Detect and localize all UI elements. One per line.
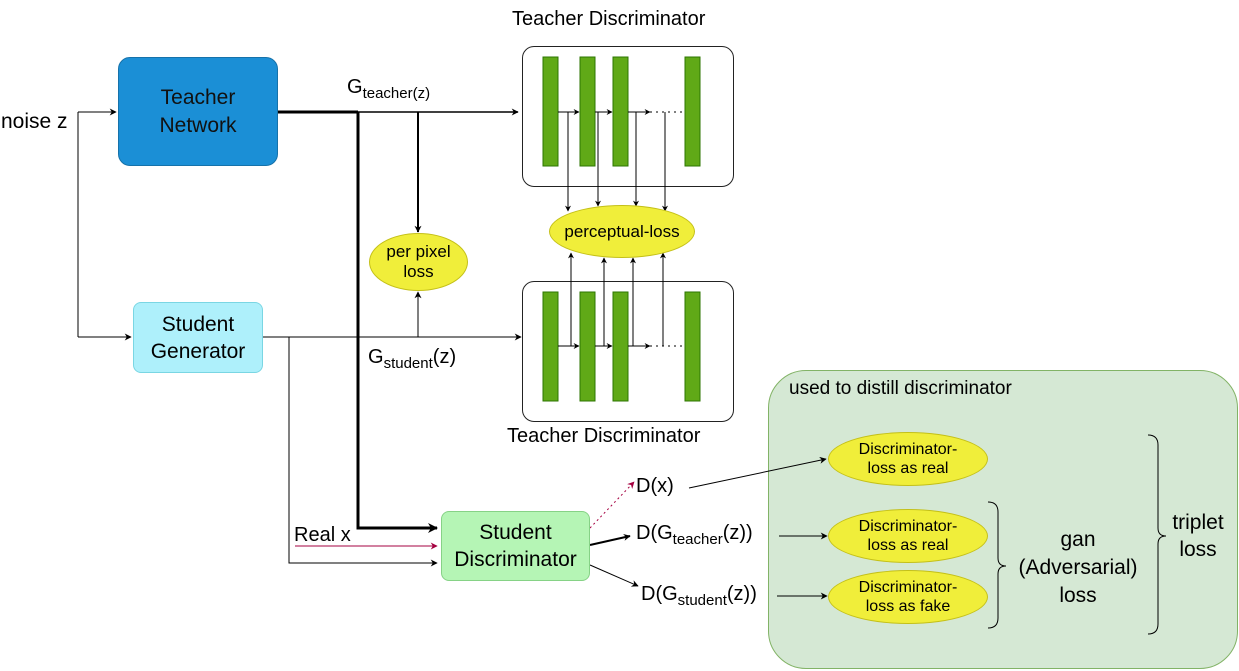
teacher-network-line1: Teacher — [160, 85, 236, 109]
d-teacher-label: D(Gteacher(z)) — [636, 522, 753, 548]
perceptual-loss-label: perceptual-loss — [564, 222, 680, 241]
layer-bar — [542, 291, 559, 402]
bottom-disc-layers — [542, 252, 701, 402]
g-student-label: Gstudent(z) — [368, 346, 457, 372]
layer-bar — [612, 56, 629, 167]
top-disc-layers — [542, 56, 701, 212]
d-student-sub: student — [677, 592, 727, 609]
student-disc-outputs — [589, 456, 828, 600]
per-pixel-loss-ellipse: per pixel loss — [369, 233, 468, 291]
student-generator-line2: Generator — [150, 339, 246, 363]
d-teacher-prefix: D(G — [636, 522, 673, 544]
teacher-output-connector — [278, 108, 519, 533]
triplet-loss-line1: triplet — [1172, 511, 1224, 534]
distill-panel-title: used to distill discriminator — [789, 378, 1012, 399]
student-generator-node: Student Generator — [133, 302, 263, 373]
layer-bar — [684, 291, 701, 402]
teacher-discriminator-top-title: Teacher Discriminator — [512, 8, 706, 30]
gan-loss-brace — [987, 501, 1007, 629]
teacher-network-node: Teacher Network — [118, 57, 278, 166]
loss-real-1-ellipse: Discriminator- loss as real — [828, 432, 988, 486]
teacher-discriminator-bottom-title: Teacher Discriminator — [507, 425, 701, 447]
per-pixel-loss-line1: per pixel — [386, 242, 451, 261]
d-teacher-suffix: (z)) — [722, 522, 753, 544]
loss-real-1-line2: loss as real — [867, 460, 949, 477]
d-teacher-sub: teacher — [672, 531, 723, 548]
student-discriminator-node: Student Discriminator — [441, 511, 590, 581]
teacher-network-line2: Network — [159, 113, 237, 137]
g-teacher-base: G — [347, 76, 363, 98]
d-student-label: D(Gstudent(z)) — [641, 583, 757, 609]
loss-fake-line2: loss as fake — [865, 598, 951, 615]
d-student-prefix: D(G — [641, 583, 678, 605]
perceptual-loss-ellipse: perceptual-loss — [549, 205, 695, 258]
g-student-sub: student — [383, 355, 433, 372]
gan-loss-label: gan (Adversarial) loss — [1008, 526, 1148, 610]
triplet-loss-label: triplet loss — [1163, 509, 1233, 563]
g-student-suffix: (z) — [432, 346, 457, 368]
loss-real-2-ellipse: Discriminator- loss as real — [828, 509, 988, 563]
dx-label: D(x) — [636, 475, 674, 497]
gan-loss-line2: (Adversarial) — [1018, 556, 1138, 579]
layer-bar — [612, 291, 629, 402]
gan-loss-line1: gan — [1060, 528, 1096, 551]
loss-real-2-line2: loss as real — [867, 537, 949, 554]
g-teacher-label: Gteacher(z) — [347, 76, 431, 102]
gan-loss-line3: loss — [1059, 584, 1097, 607]
student-discriminator-line1: Student — [479, 521, 552, 544]
student-output-connector — [263, 291, 522, 567]
loss-fake-line1: Discriminator- — [858, 579, 958, 596]
loss-fake-ellipse: Discriminator- loss as fake — [828, 570, 988, 624]
layer-bar — [542, 56, 559, 167]
noise-label: noise z — [1, 110, 68, 133]
student-discriminator-line2: Discriminator — [454, 548, 577, 571]
layer-bar — [579, 56, 596, 167]
d-student-suffix: (z)) — [726, 583, 757, 605]
noise-connector — [77, 108, 132, 341]
student-generator-line1: Student — [161, 312, 235, 336]
triplet-loss-line2: loss — [1179, 538, 1217, 561]
g-teacher-sub: teacher(z) — [362, 85, 431, 102]
layer-bar — [684, 56, 701, 167]
g-student-base: G — [368, 346, 384, 368]
loss-real-2-line1: Discriminator- — [858, 518, 958, 535]
real-x-label: Real x — [294, 524, 351, 546]
per-pixel-loss-line2: loss — [403, 262, 434, 281]
triplet-loss-brace — [1147, 434, 1167, 635]
loss-real-1-line1: Discriminator- — [858, 441, 958, 458]
layer-bar — [579, 291, 596, 402]
